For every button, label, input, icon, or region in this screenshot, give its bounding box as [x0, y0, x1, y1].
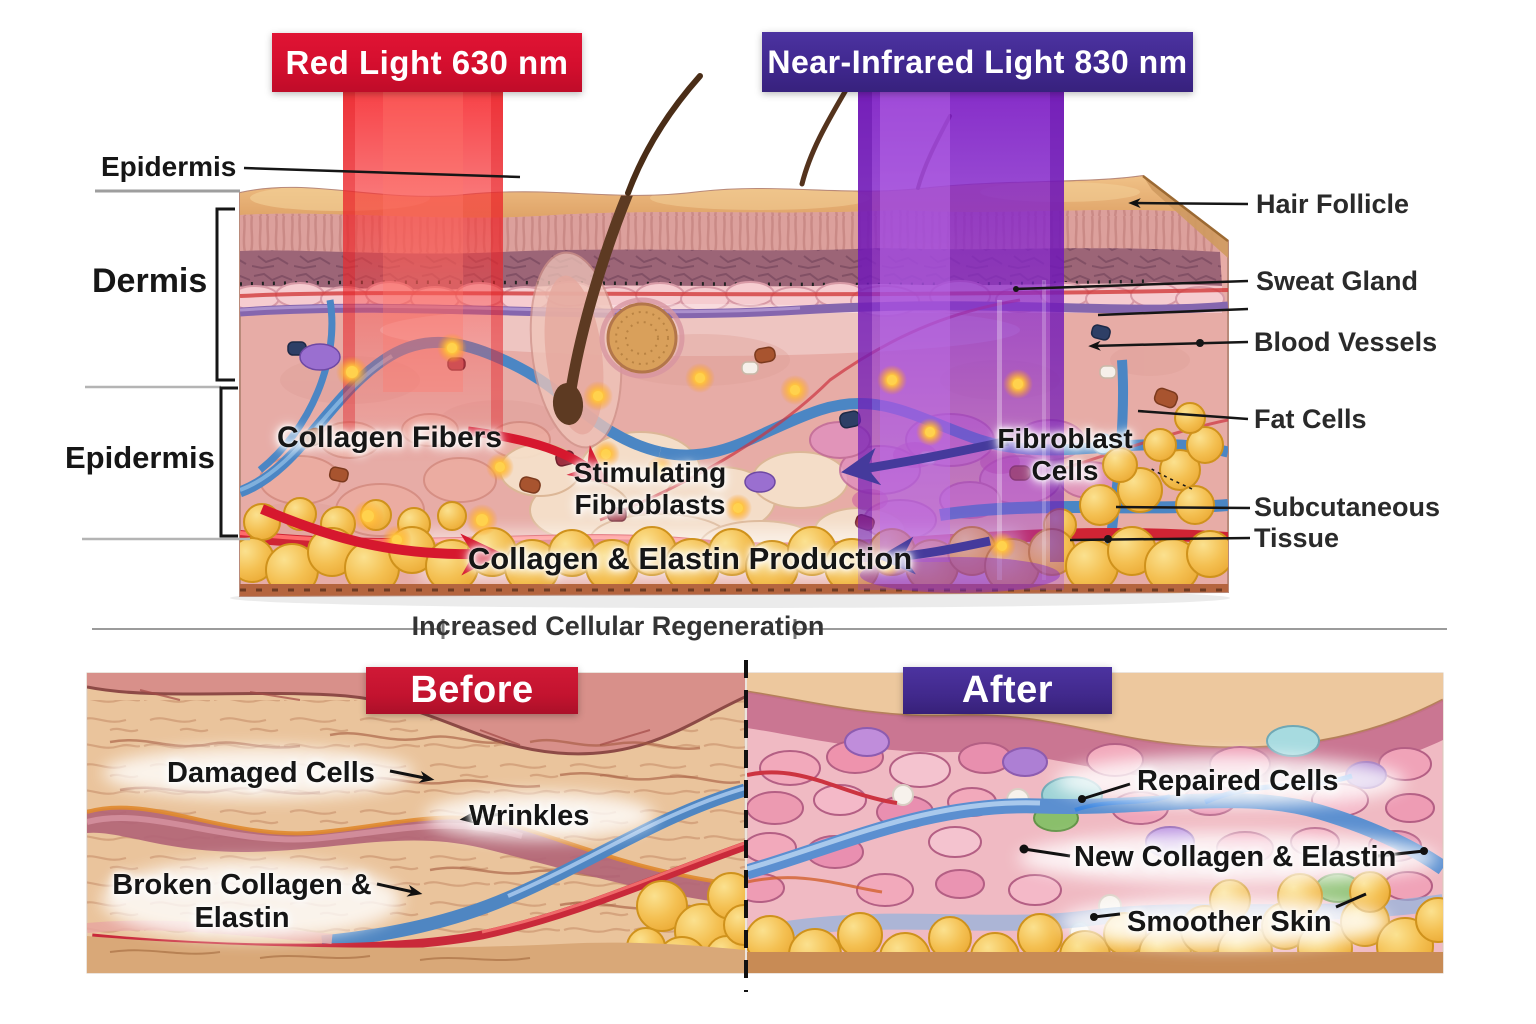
comparison-leader-lines	[376, 769, 1428, 921]
before-panel	[86, 672, 746, 974]
label-subcutaneous-tissue: Subcutaneous Tissue	[1254, 492, 1441, 553]
after-panel	[746, 672, 1444, 974]
leader-lines	[82, 166, 1251, 543]
label-collagen-elastin-production: Collagen & Elastin Production	[467, 541, 913, 576]
before-banner: Before	[366, 667, 578, 714]
after-banner-text: After	[961, 669, 1054, 711]
label-fibroblast-cells: Fibroblast Cells	[997, 423, 1133, 486]
label-stimulating-fibroblasts: Stimulating Fibroblasts	[573, 457, 727, 520]
label-repaired-cells: Repaired Cells	[1137, 765, 1339, 797]
label-epidermis-bottom: Epidermis	[65, 440, 215, 475]
red-light-banner: Red Light 630 nm	[272, 33, 582, 92]
divider-caption: Increased Cellular Regeneration	[411, 611, 825, 641]
red-light-beam	[343, 92, 503, 464]
label-smoother-skin: Smoother Skin	[1127, 906, 1332, 938]
label-new-collagen: New Collagen & Elastin	[1074, 841, 1397, 873]
nir-light-banner: Near-Infrared Light 830 nm	[762, 32, 1193, 92]
label-blood-vessels: Blood Vessels	[1254, 327, 1438, 357]
nir-light-beam	[858, 92, 1064, 593]
divider-rules	[92, 619, 1447, 639]
process-arrows	[260, 426, 1009, 576]
before-banner-text: Before	[410, 669, 534, 711]
label-damaged-cells: Damaged Cells	[167, 757, 375, 789]
label-sweat-gland: Sweat Gland	[1256, 266, 1419, 296]
red-light-banner-text: Red Light 630 nm	[285, 43, 569, 81]
label-broken-collagen: Broken Collagen & Elastin	[112, 869, 372, 935]
label-fat-cells: Fat Cells	[1254, 404, 1367, 434]
after-banner: After	[903, 667, 1112, 714]
label-wrinkles: Wrinkles	[469, 800, 590, 832]
label-epidermis-top: Epidermis	[101, 151, 237, 182]
label-hair-follicle: Hair Follicle	[1256, 189, 1410, 219]
nir-light-banner-text: Near-Infrared Light 830 nm	[767, 43, 1188, 80]
label-dermis: Dermis	[92, 262, 208, 300]
label-collagen-fibers: Collagen Fibers	[277, 421, 503, 454]
